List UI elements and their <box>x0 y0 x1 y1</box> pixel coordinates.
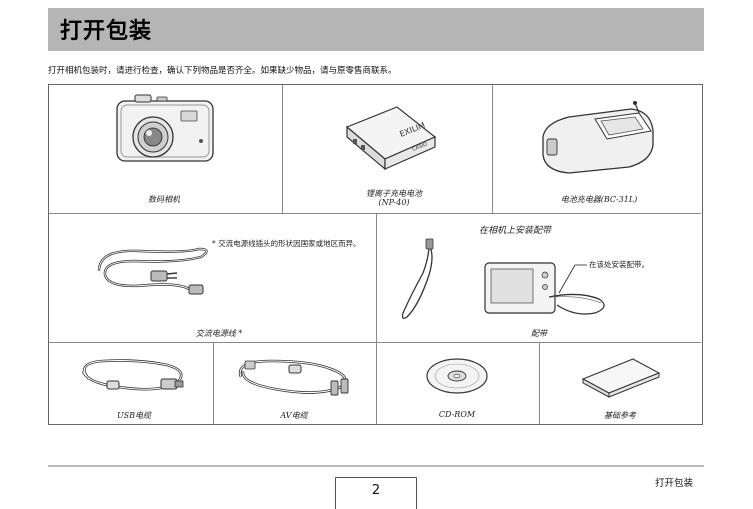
av-cable-illustration <box>238 359 349 396</box>
cdrom-illustration <box>426 358 488 394</box>
battery-name: 锂离子充电电池 <box>366 189 422 198</box>
usb-cable-label: USB电缆 <box>116 411 152 420</box>
col-divider <box>376 213 377 342</box>
charger-label: 电池充电器(BC-31L) <box>560 195 638 204</box>
manual-label: 基础参考 <box>604 411 636 420</box>
cdrom-label: CD-ROM <box>438 410 476 419</box>
strap-illustration <box>401 238 605 319</box>
manual-illustration <box>581 358 661 398</box>
footer-divider <box>48 465 704 467</box>
intro-text: 打开相机包装时，请进行检查，确认下列物品是否齐全。如果缺少物品，请与原零售商联系… <box>48 66 397 76</box>
strap-callout: 在该处安装配带。 <box>589 260 649 269</box>
camera-illustration <box>116 94 214 162</box>
contents-grid: 数码相机 EXILIM CASIO 锂离子充电电池 (NP-40) 电池充电器(… <box>48 84 703 425</box>
col-divider <box>376 342 377 424</box>
av-cable-label: AV电缆 <box>280 411 308 420</box>
col-divider <box>282 85 283 213</box>
col-divider <box>539 342 540 424</box>
usb-cable-illustration <box>81 359 184 391</box>
battery-label: 锂离子充电电池 (NP-40) <box>319 189 469 207</box>
strap-heading: 在相机上安装配带 <box>479 226 552 236</box>
footer-section-title: 打开包装 <box>655 478 694 489</box>
charger-illustration <box>542 101 654 174</box>
title-bar: 打开包装 <box>48 8 704 51</box>
col-divider <box>213 342 214 424</box>
battery-maker-text: CASIO <box>412 141 429 152</box>
page-number: 2 <box>371 483 381 498</box>
power-cord-note: * 交流电源线插头的形状因国家或地区而异。 <box>212 239 361 248</box>
power-cord-label: 交流电源线 * <box>195 329 243 338</box>
camera-label: 数码相机 <box>148 195 180 204</box>
col-divider <box>492 85 493 213</box>
power-cord-illustration <box>97 247 208 295</box>
page-number-box: 2 <box>335 477 417 509</box>
battery-illustration: EXILIM CASIO <box>345 106 437 171</box>
row-divider <box>49 213 701 214</box>
row-divider <box>49 342 701 343</box>
strap-label: 配带 <box>531 329 547 338</box>
page-title: 打开包装 <box>60 19 153 44</box>
battery-model: (NP-40) <box>378 198 410 207</box>
